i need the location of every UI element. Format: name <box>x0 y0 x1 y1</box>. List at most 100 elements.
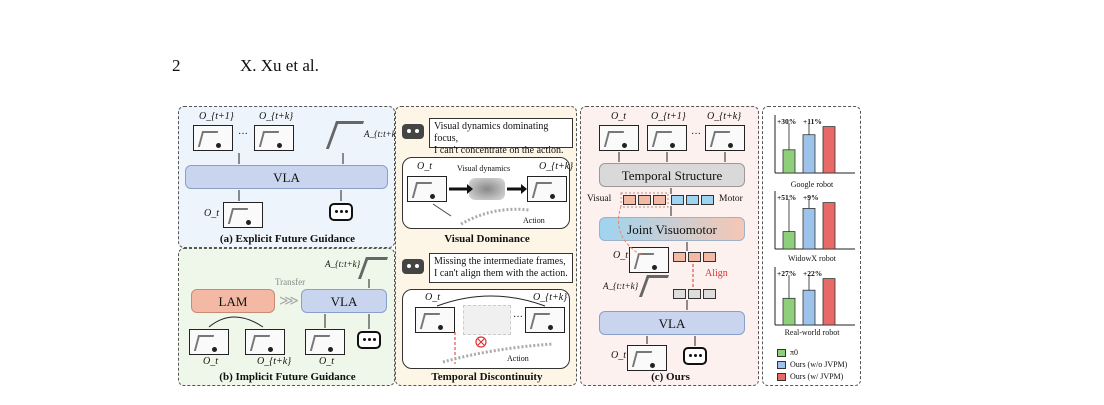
frame-o-tk <box>245 329 285 355</box>
annotation-widowx-2: +9% <box>803 193 819 202</box>
joint-visuomotor-block: Joint Visuomotor <box>599 217 745 241</box>
action-token <box>673 289 686 299</box>
label-visual-dynamics: Visual dynamics <box>457 164 511 173</box>
frame-o-t2 <box>305 329 345 355</box>
speech-temporal: Missing the intermediate frames, I can't… <box>429 253 573 283</box>
panel-ours: O_t O_{t+1} O_{t+k} ··· Temporal Structu… <box>580 106 759 386</box>
results-charts <box>774 115 855 326</box>
action-token <box>688 289 701 299</box>
label-o-tk: O_{t+k} <box>539 161 574 172</box>
caption-c: (c) Ours <box>651 371 690 383</box>
label-motor: Motor <box>719 194 743 204</box>
label-o-tk: O_{t+k} <box>533 292 568 303</box>
chat-icon <box>683 347 707 365</box>
caption-temporal-discontinuity: Temporal Discontinuity <box>431 371 543 383</box>
label-o-t: O_t <box>204 208 219 219</box>
page-number: 2 <box>172 56 181 75</box>
robot-head-icon <box>402 124 424 139</box>
legend-swatch-pi0 <box>777 349 786 357</box>
label-o-t-bottom: O_t <box>611 350 626 361</box>
vla-block: VLA <box>185 165 388 189</box>
dots: ··· <box>238 129 248 140</box>
bar <box>782 149 796 174</box>
legend-label-pi0: π0 <box>790 348 799 357</box>
visual-token <box>673 252 686 262</box>
label-o-t: O_t <box>611 111 626 122</box>
arrows-a <box>238 153 344 201</box>
bar <box>802 208 816 250</box>
label-o-t1: O_{t+1} <box>651 111 686 122</box>
label-o-tk: O_{t+k} <box>259 111 294 122</box>
label-o-t2: O_t <box>319 356 334 367</box>
frame-o-t <box>223 202 263 228</box>
bar <box>822 202 836 250</box>
bar <box>822 278 836 326</box>
arrows-b <box>208 279 370 329</box>
chat-icon <box>329 203 353 221</box>
legend-label-wo: Ours (w/o JVPM) <box>790 360 848 369</box>
frame-o-tk <box>705 125 745 151</box>
label-o-tk: O_{t+k} <box>707 111 742 122</box>
transfer-label: Transfer <box>275 277 306 287</box>
temporal-discontinuity-box: O_t ··· O_{t+k} Action <box>402 289 570 369</box>
motor-token <box>701 195 714 205</box>
bar <box>782 297 796 326</box>
frame-o-t <box>407 176 447 202</box>
label-action: A_{t:t+k} <box>603 281 639 291</box>
frame-o-tk <box>527 176 567 202</box>
speech1-line1: Visual dynamics dominating focus, <box>434 121 549 144</box>
caption-b: (b) Implicit Future Guidance <box>219 371 356 383</box>
chart-title-real: Real-world robot <box>784 328 840 337</box>
caption-a: (a) Explicit Future Guidance <box>219 233 356 245</box>
label-o-tk: O_{t+k} <box>257 356 292 367</box>
visual-token <box>653 195 666 205</box>
label-visual: Visual <box>587 194 612 204</box>
label-o-t-mid: O_t <box>613 250 628 261</box>
motor-token <box>671 195 684 205</box>
frame-o-t1 <box>647 125 687 151</box>
label-o-t1: O_{t+1} <box>199 111 234 122</box>
annotation-google-2: +11% <box>803 117 822 126</box>
arrows-td <box>436 295 554 364</box>
frame-o-tk <box>525 307 565 333</box>
speech2-line2: I can't align them with the action. <box>434 268 568 279</box>
annotation-google-1: +30% <box>777 117 797 126</box>
label-align: Align <box>705 268 728 279</box>
panel-results: Google robot WidowX robot Real-world rob… <box>762 106 861 386</box>
speech-visual-dominance: Visual dynamics dominating focus, I can'… <box>429 118 573 156</box>
dots: ··· <box>513 312 523 323</box>
temporal-structure-block: Temporal Structure <box>599 163 745 187</box>
bar <box>802 134 816 174</box>
frame-o-t <box>189 329 229 355</box>
label-action: Action <box>507 354 529 363</box>
blurred-motion <box>469 178 505 200</box>
frame-o-t <box>599 125 639 151</box>
frame-o-tk <box>254 125 294 151</box>
panel-explicit-guidance: O_{t+1} ··· O_{t+k} A_{t:t+k} VLA O_t (a… <box>178 106 399 248</box>
bar <box>802 289 816 326</box>
visual-token <box>623 195 636 205</box>
visual-token <box>638 195 651 205</box>
arrows-vd <box>432 184 530 226</box>
vla-block-b: VLA <box>301 289 387 313</box>
legend-label-w: Ours (w/ JVPM) <box>790 372 844 381</box>
transfer-arrow: ⋙ <box>279 294 299 309</box>
chart-title-widowx: WidowX robot <box>788 254 836 263</box>
bar <box>822 126 836 174</box>
caption-visual-dominance: Visual Dominance <box>444 233 530 245</box>
visual-token <box>688 252 701 262</box>
legend-swatch-w <box>777 373 786 381</box>
panel-implicit-guidance: A_{t:t+k} Transfer LAM ⋙ VLA O_t O_{t+k}… <box>178 248 395 386</box>
chart-title-google: Google robot <box>790 180 834 189</box>
annotation-real-1: +27% <box>777 269 797 278</box>
label-o-t: O_t <box>425 292 440 303</box>
vla-block-c: VLA <box>599 311 745 335</box>
bar <box>782 231 796 250</box>
visual-token <box>703 252 716 262</box>
frame-o-t-bottom <box>627 345 667 371</box>
panel-problems: Visual dynamics dominating focus, I can'… <box>395 106 577 386</box>
lam-block: LAM <box>191 289 275 313</box>
annotation-widowx-1: +51% <box>777 193 797 202</box>
legend-swatch-wo <box>777 361 786 369</box>
label-action-b: A_{t:t+k} <box>325 259 361 269</box>
